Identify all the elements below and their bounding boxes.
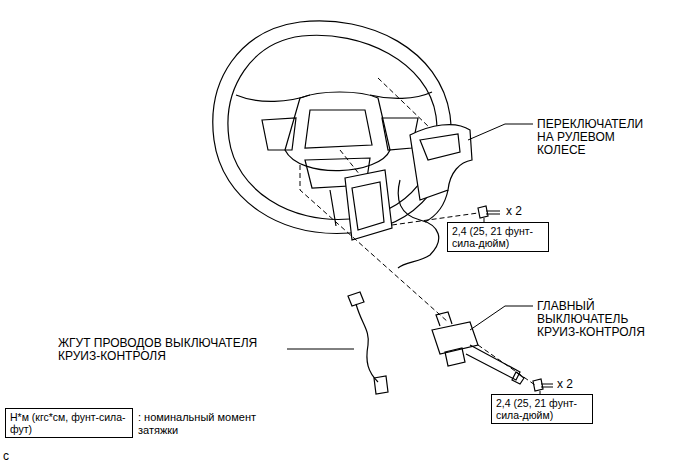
part-name: ЖГУТ ПРОВОДОВ ВЫКЛЮЧАТЕЛЯ КРУИЗ-КОНТРОЛЯ <box>58 337 284 363</box>
legend-box: Н*м (кгс*см, фунт-сила-фут): номинальный… <box>5 408 133 438</box>
part-name: ГЛАВНЫЙ ВЫКЛЮЧАТЕЛЬ КРУИЗ-КОНТРОЛЯ <box>537 300 662 339</box>
part-name: ПЕРЕКЛЮЧАТЕЛИ НА РУЛЕВОМ КОЛЕСЕ <box>537 118 662 157</box>
torque-box: 2,4 (25, 21 фунт-сила-дюйм) <box>491 394 593 424</box>
quantity-label: x 2 <box>557 378 587 391</box>
box-text: Н*м (кгс*см, фунт-сила-фут) <box>10 411 128 435</box>
quantity-label: x 2 <box>506 205 536 218</box>
figure-code: c <box>3 450 15 463</box>
box-caption: : номинальный момент затяжки <box>138 411 258 437</box>
torque-box: 2,4 (25, 21 фунт-сила-дюйм) <box>447 222 549 252</box>
box-text: 2,4 (25, 21 фунт-сила-дюйм) <box>452 225 544 249</box>
box-text: 2,4 (25, 21 фунт-сила-дюйм) <box>496 397 588 421</box>
